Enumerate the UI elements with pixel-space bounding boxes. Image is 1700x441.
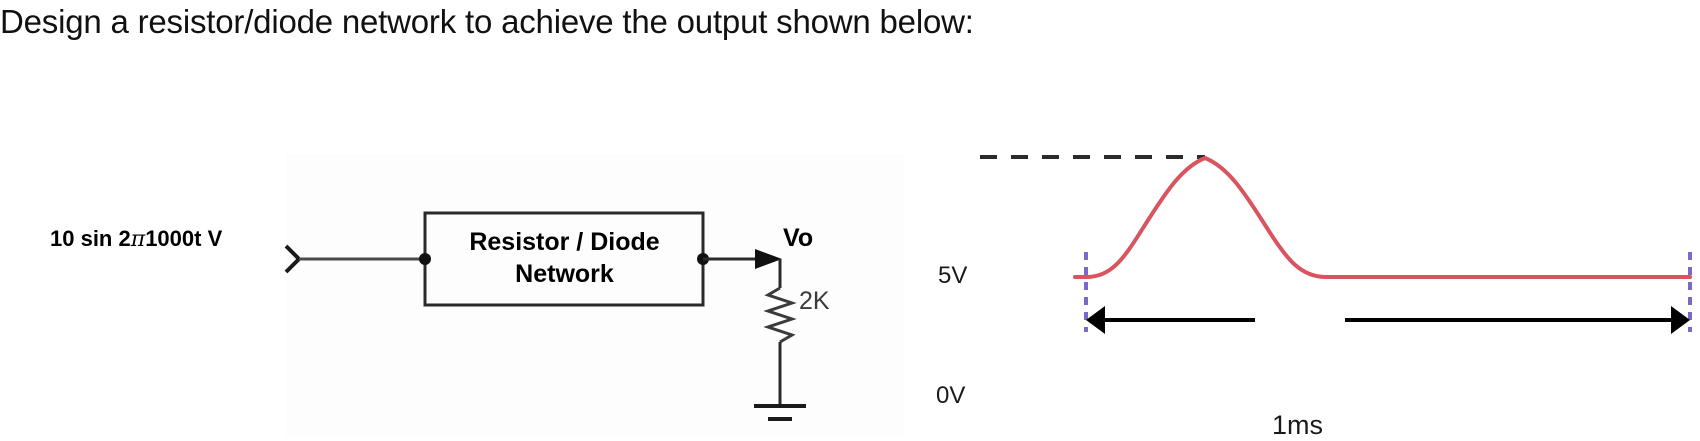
source-label-prefix: 10 sin 2: [50, 226, 131, 251]
source-label: 10 sin 2π1000t V: [50, 226, 222, 252]
output-waveform-trace: [1073, 156, 1692, 279]
source-connector-arrow: [284, 244, 302, 274]
source-label-suffix: 1000t V: [145, 226, 223, 251]
pi-symbol: π: [130, 227, 146, 252]
period-label: 1ms: [1272, 410, 1324, 440]
y-tick-label-0v: 0V: [936, 382, 966, 409]
waveform-chart: 5V 0V 1ms: [905, 120, 1700, 440]
circuit-schematic: [284, 211, 806, 421]
resistor-symbol: [763, 286, 797, 344]
output-voltage-label: Vo: [783, 224, 814, 252]
y-tick-label-5v: 5V: [938, 262, 968, 289]
waveform-svg: [980, 155, 1692, 334]
page-title: Design a resistor/diode network to achie…: [0, 3, 974, 40]
period-arrow-left-head: [1086, 306, 1105, 334]
output-arrowhead: [755, 249, 782, 269]
resistor-value-label: 2K: [799, 287, 830, 315]
circuit-diagram-panel: [286, 154, 904, 437]
period-arrow-right-head: [1671, 306, 1690, 334]
input-junction-dot: [419, 253, 431, 265]
block-box: [423, 211, 705, 307]
